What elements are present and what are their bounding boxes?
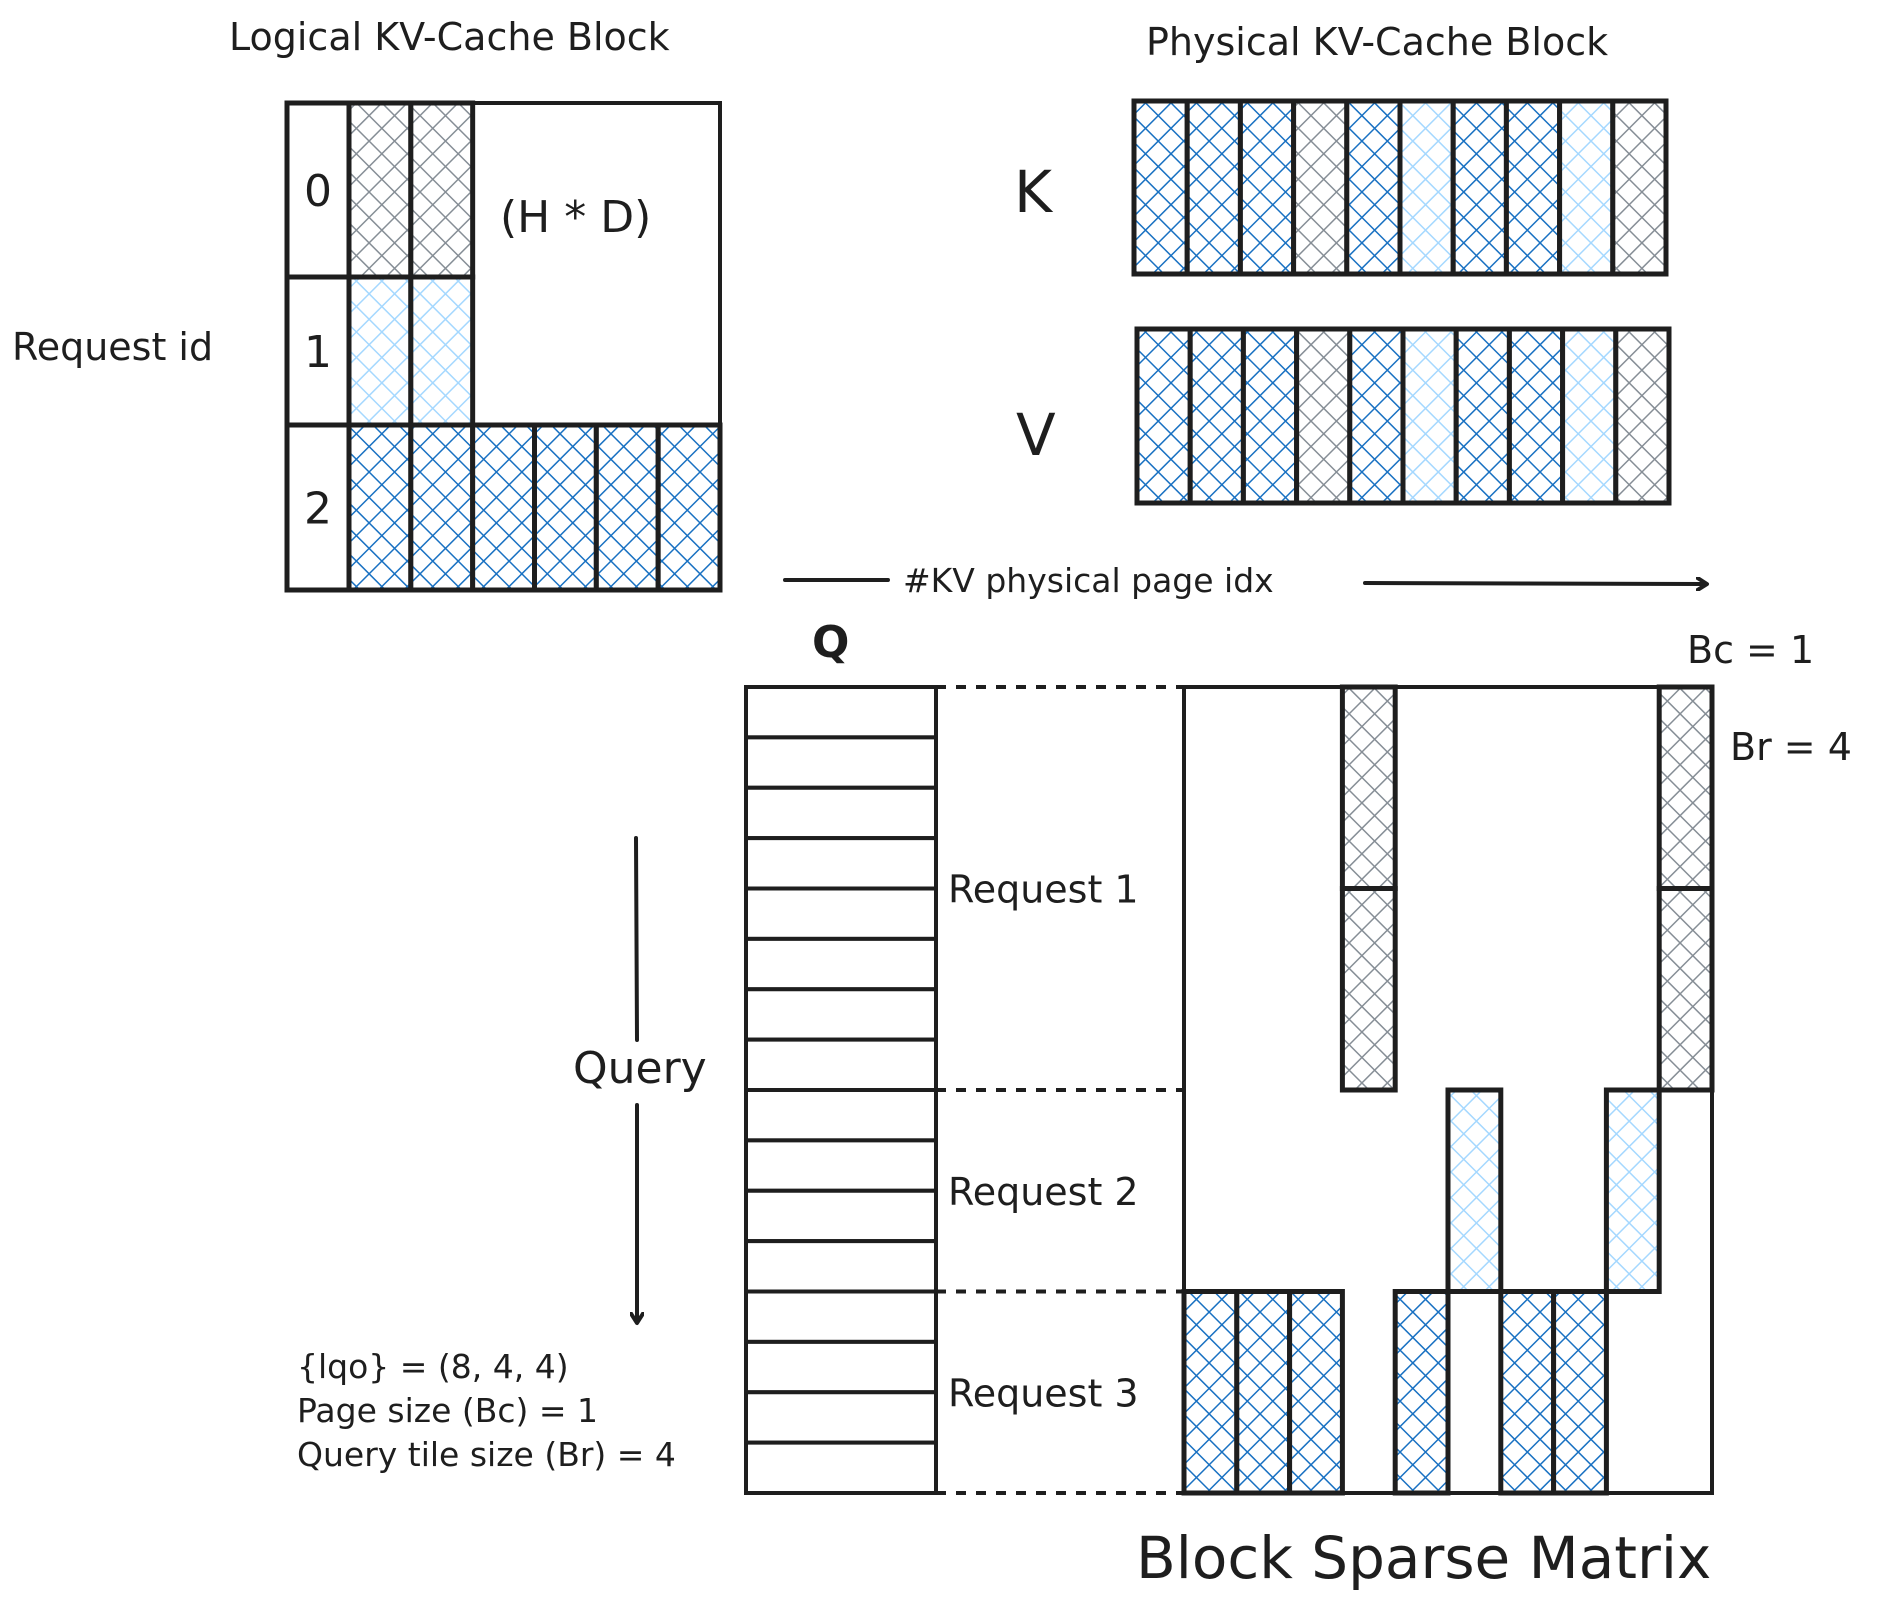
v-page-9	[1613, 326, 1672, 506]
query-axis-label: Query	[573, 1043, 707, 1094]
logical-page-cell	[346, 274, 414, 428]
logical-page-cell	[593, 422, 661, 593]
k-page-9	[1610, 98, 1669, 277]
k-page-2	[1237, 98, 1297, 277]
query-row	[744, 1138, 938, 1193]
logical-page-cell	[346, 100, 414, 280]
k-label: K	[1014, 158, 1054, 226]
logical-page-cell	[408, 100, 476, 280]
request-id-value: 0	[304, 166, 332, 217]
query-row	[744, 1440, 938, 1495]
k-page-6	[1450, 98, 1509, 277]
sparse-block	[1181, 1289, 1240, 1496]
query-row	[744, 1289, 938, 1344]
k-page-7	[1503, 98, 1563, 277]
query-row	[744, 1239, 938, 1294]
page-axis-arrow	[1363, 583, 1706, 584]
k-page-1	[1184, 98, 1243, 277]
logical-page-cell	[346, 422, 414, 593]
logical-page-cell	[532, 422, 599, 593]
query-row	[744, 936, 938, 992]
query-column	[744, 685, 938, 1495]
v-page-0	[1134, 326, 1193, 506]
query-row	[744, 685, 938, 740]
sparse-block	[1551, 1289, 1609, 1496]
sparse-block	[1339, 684, 1398, 891]
physical-k-block	[1131, 98, 1669, 277]
sparse-block	[1392, 1289, 1451, 1496]
k-page-3	[1291, 98, 1350, 277]
request-id-value: 2	[304, 484, 332, 535]
sparse-block	[1603, 1087, 1662, 1294]
request-id-axis-label: Request id	[12, 325, 213, 369]
query-row	[744, 1037, 938, 1092]
physical-v-block	[1134, 326, 1672, 506]
q-label: Q	[812, 617, 849, 668]
v-page-6	[1453, 326, 1512, 506]
logical-block-title: Logical KV-Cache Block	[229, 15, 670, 59]
query-row	[744, 836, 938, 891]
logical-page-cell	[470, 422, 537, 593]
query-row	[744, 1390, 938, 1445]
v-page-5	[1400, 326, 1459, 506]
physical-block-title: Physical KV-Cache Block	[1146, 20, 1608, 64]
v-page-1	[1187, 326, 1246, 506]
logical-page-cell	[655, 422, 723, 593]
sparse-block	[1656, 684, 1715, 891]
note-query-tile-size: Query tile size (Br) = 4	[297, 1435, 676, 1474]
hd-dimension-label: (H * D)	[500, 192, 651, 243]
query-row	[744, 1188, 938, 1244]
sparse-block	[1234, 1289, 1293, 1496]
query-row	[744, 1088, 938, 1143]
request-separators: Request 1 Request 2 Request 3	[936, 685, 1184, 1495]
matrix-title: Block Sparse Matrix	[1136, 1524, 1711, 1592]
v-page-4	[1347, 326, 1406, 506]
query-row	[744, 987, 938, 1042]
request-label: Request 2	[948, 1170, 1139, 1214]
request-label: Request 3	[948, 1371, 1139, 1415]
v-page-7	[1506, 326, 1566, 506]
query-row	[744, 1339, 938, 1395]
v-page-3	[1294, 326, 1353, 506]
k-page-4	[1344, 98, 1403, 277]
request-label: Request 1	[948, 868, 1139, 912]
sparse-block	[1656, 886, 1715, 1093]
query-row	[744, 785, 938, 841]
logical-page-cell	[408, 274, 476, 428]
v-page-8	[1560, 326, 1619, 506]
query-axis-line-top	[634, 836, 639, 1042]
note-page-size: Page size (Bc) = 1	[297, 1391, 598, 1430]
logical-page-cell	[408, 422, 476, 593]
v-label: V	[1016, 401, 1056, 469]
note-lqo: {lqo} = (8, 4, 4)	[297, 1347, 569, 1386]
k-page-8	[1557, 98, 1616, 277]
bc-label: Bc = 1	[1687, 628, 1814, 672]
k-page-5	[1397, 98, 1456, 277]
sparse-block	[1498, 1289, 1557, 1496]
sparse-block	[1287, 1289, 1345, 1496]
block-sparse-matrix	[1181, 684, 1715, 1496]
sparse-block	[1445, 1087, 1504, 1294]
v-page-2	[1240, 326, 1300, 506]
logical-kv-cache-block: 0 1 2	[284, 100, 723, 593]
request-id-value: 1	[304, 327, 332, 378]
k-page-0	[1131, 98, 1190, 277]
page-axis-label: #KV physical page idx	[903, 561, 1274, 600]
query-row	[744, 886, 938, 941]
br-label: Br = 4	[1730, 725, 1852, 769]
sparse-block	[1339, 886, 1398, 1093]
query-row	[744, 735, 938, 790]
